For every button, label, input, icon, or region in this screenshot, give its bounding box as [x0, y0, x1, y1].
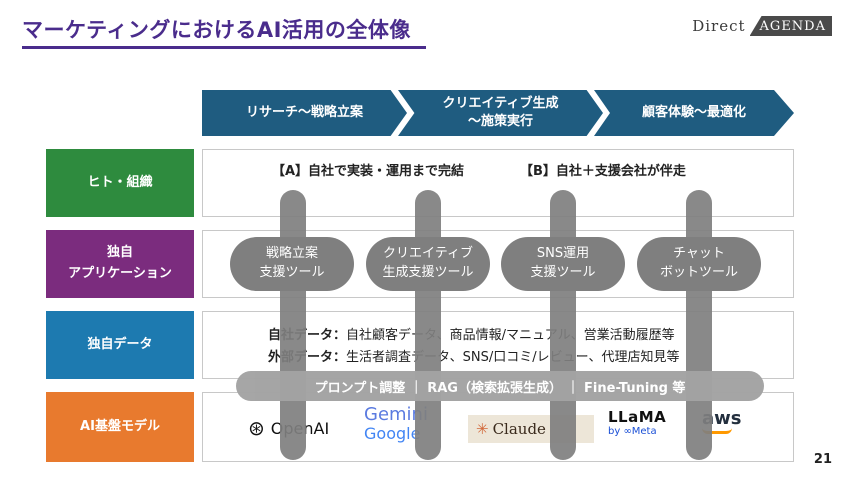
- row-label-app: 独自 アプリケーション: [46, 230, 194, 298]
- openai-knot-icon: ⊛: [248, 416, 265, 440]
- claude-text: Claude: [492, 420, 546, 438]
- logo-direct-text: Direct: [692, 17, 746, 35]
- app-line1: クリエイティブ: [383, 246, 473, 262]
- app-line2: 支援ツール: [530, 265, 596, 280]
- external-data-value: 生活者調査データ、SNS/口コミ/レビュー、代理店知見等: [346, 350, 680, 365]
- app-line2: 支援ツール: [259, 265, 325, 280]
- page-number: 21: [813, 452, 832, 467]
- app-pill-strategy: 戦略立案支援ツール: [230, 237, 354, 291]
- row-label-model: AI基盤モデル: [46, 392, 194, 462]
- external-data-line: 外部データ：生活者調査データ、SNS/口コミ/レビュー、代理店知見等: [268, 346, 679, 365]
- internal-data-line: 自社データ：自社顧客データ、商品情報/マニュアル、営業活動履歴等: [268, 324, 675, 343]
- phase-arrow-research: リサーチ～戦略立案: [202, 90, 407, 136]
- internal-data-value: 自社顧客データ、商品情報/マニュアル、営業活動履歴等: [346, 328, 675, 343]
- app-pill-creative: クリエイティブ生成支援ツール: [366, 237, 490, 291]
- aws-smile-icon: [702, 428, 732, 434]
- google-text: Google: [364, 424, 421, 443]
- app-pill-chatbot: チャットボットツール: [637, 237, 761, 291]
- app-pill-sns: SNS運用支援ツール: [501, 237, 625, 291]
- model-gemini: Gemini Google: [364, 406, 428, 442]
- row-label-data: 独自データ: [46, 311, 194, 379]
- app-line2: 生成支援ツール: [382, 265, 474, 280]
- gemini-text: Gemini: [364, 404, 428, 425]
- vertical-bar-1: [280, 190, 306, 460]
- claude-star-icon: ✳: [476, 420, 489, 438]
- meta-text: by ∞Meta: [608, 426, 657, 437]
- app-line1: 戦略立案: [265, 246, 318, 262]
- phase-label-line2: ～施策実行: [467, 114, 533, 129]
- phase-label: 顧客体験～最適化: [641, 105, 746, 121]
- row-label-text: 独自データ: [87, 336, 153, 352]
- org-option-b: 【B】自社＋支援会社が伴走: [520, 164, 686, 179]
- brand-logo: Direct AGENDA: [692, 16, 832, 36]
- phase-arrow-creative: クリエイティブ生成 ～施策実行: [398, 90, 603, 136]
- row-label-line2: アプリケーション: [68, 266, 172, 281]
- row-label-text: AI基盤モデル: [80, 418, 160, 434]
- title-underline: [22, 46, 426, 49]
- row-label-org: ヒト・組織: [46, 149, 194, 217]
- phase-label-line1: クリエイティブ生成: [442, 96, 559, 112]
- vertical-bar-2: [415, 190, 441, 460]
- row-label-text: ヒト・組織: [87, 174, 153, 190]
- page-title: マーケティングにおけるAI活用の全体像: [22, 18, 411, 42]
- logo-agenda-text: AGENDA: [749, 16, 832, 36]
- llama-text: LLaMA: [608, 408, 667, 426]
- phase-arrow-cx: 顧客体験～最適化: [594, 90, 794, 136]
- org-option-a: 【A】自社で実装・運用まで完結: [272, 164, 465, 179]
- app-line2: ボットツール: [659, 265, 738, 280]
- vertical-bar-4: [686, 190, 712, 460]
- app-line1: SNS運用: [536, 246, 590, 262]
- vertical-bar-3: [550, 190, 576, 460]
- methods-bar: プロンプト調整 ｜ RAG（検索拡張生成） ｜ Fine-Tuning 等: [236, 371, 764, 401]
- row-label-line1: 独自: [106, 245, 133, 261]
- phase-label: リサーチ～戦略立案: [245, 105, 363, 121]
- app-line1: チャット: [673, 246, 725, 262]
- model-llama: LLaMA by ∞Meta: [608, 410, 666, 446]
